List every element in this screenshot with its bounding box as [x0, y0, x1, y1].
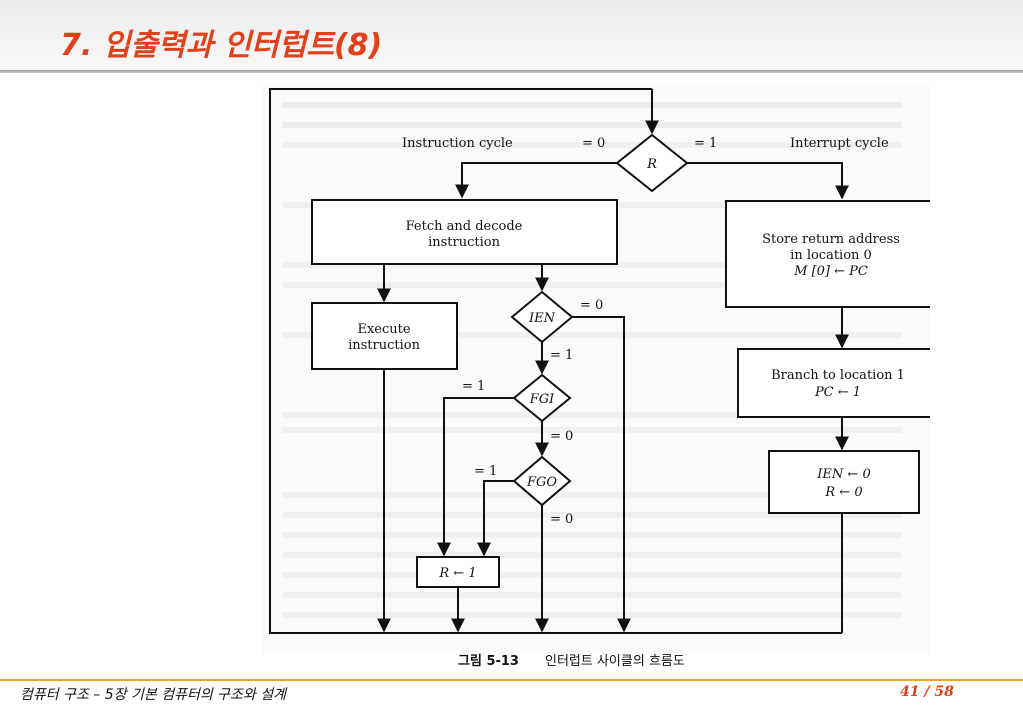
r-decision-diamond — [615, 133, 689, 193]
r-decision-label: R — [646, 157, 657, 172]
fgi-decision-label: FGI — [529, 392, 555, 407]
slide-title: 7. 입출력과 인터럽트(8) — [60, 28, 383, 63]
ien-decision-label: IEN — [528, 311, 556, 326]
store-line2: in location 0 — [790, 248, 872, 263]
page-separator: / — [924, 684, 930, 700]
instruction-cycle-label: Instruction cycle — [402, 136, 513, 151]
figure-title: 인터럽트 사이클의 흐름도 — [545, 654, 685, 669]
r-eq1-label: = 1 — [694, 136, 717, 151]
set-r-label: R ← 1 — [438, 566, 476, 581]
ien-eq1-label: = 1 — [550, 348, 573, 363]
clear-line2: R ← 0 — [824, 485, 862, 500]
execute-box — [311, 302, 458, 370]
fgi-eq0-label: = 0 — [550, 429, 573, 444]
page-current: 41 — [900, 684, 920, 700]
course-title: 컴퓨터 구조 – 5장 기본 컴퓨터의 구조와 설계 — [20, 687, 287, 703]
branch-box — [737, 348, 930, 418]
interrupt-cycle-label: Interrupt cycle — [790, 136, 889, 151]
r-eq0-label: = 0 — [582, 136, 605, 151]
fetch-decode-box — [311, 199, 618, 265]
fgi-eq1-label: = 1 — [462, 379, 485, 394]
fgo-eq0-label: = 0 — [550, 512, 573, 527]
fgi1-connector — [437, 397, 514, 557]
fetch-line2: instruction — [428, 235, 501, 250]
store-line3: M [0] ← PC — [793, 264, 868, 279]
execute-line1: Execute — [357, 322, 410, 337]
header-band — [0, 0, 1023, 70]
fgo1-connector — [477, 480, 514, 557]
fgo-eq1-label: = 1 — [474, 464, 497, 479]
r0-connector — [455, 162, 617, 199]
fgo-decision-label: FGO — [526, 475, 557, 490]
branch-line2: PC ← 1 — [814, 385, 861, 400]
r1-connector — [687, 162, 849, 200]
fetch-line1: Fetch and decode — [406, 219, 523, 234]
execute-line2: instruction — [348, 338, 421, 353]
clear-flags-box — [768, 450, 920, 514]
page-indicator: 41 / 58 — [900, 684, 954, 700]
store-line1: Store return address — [762, 232, 900, 247]
footer-divider — [0, 679, 1023, 681]
figure-number: 그림 5-13 — [458, 654, 519, 669]
page-total: 58 — [934, 684, 954, 700]
branch-line1: Branch to location 1 — [771, 368, 905, 383]
ien0-connector — [572, 316, 631, 633]
clear-line1: IEN ← 0 — [816, 467, 870, 482]
store-return-box — [725, 200, 930, 308]
header-divider — [0, 70, 1023, 73]
flowchart-figure: R Instruction cycle = 0 = 1 Interrupt cy… — [262, 85, 930, 680]
flowchart-svg: R Instruction cycle = 0 = 1 Interrupt cy… — [262, 85, 930, 669]
ien-eq0-label: = 0 — [580, 298, 603, 313]
